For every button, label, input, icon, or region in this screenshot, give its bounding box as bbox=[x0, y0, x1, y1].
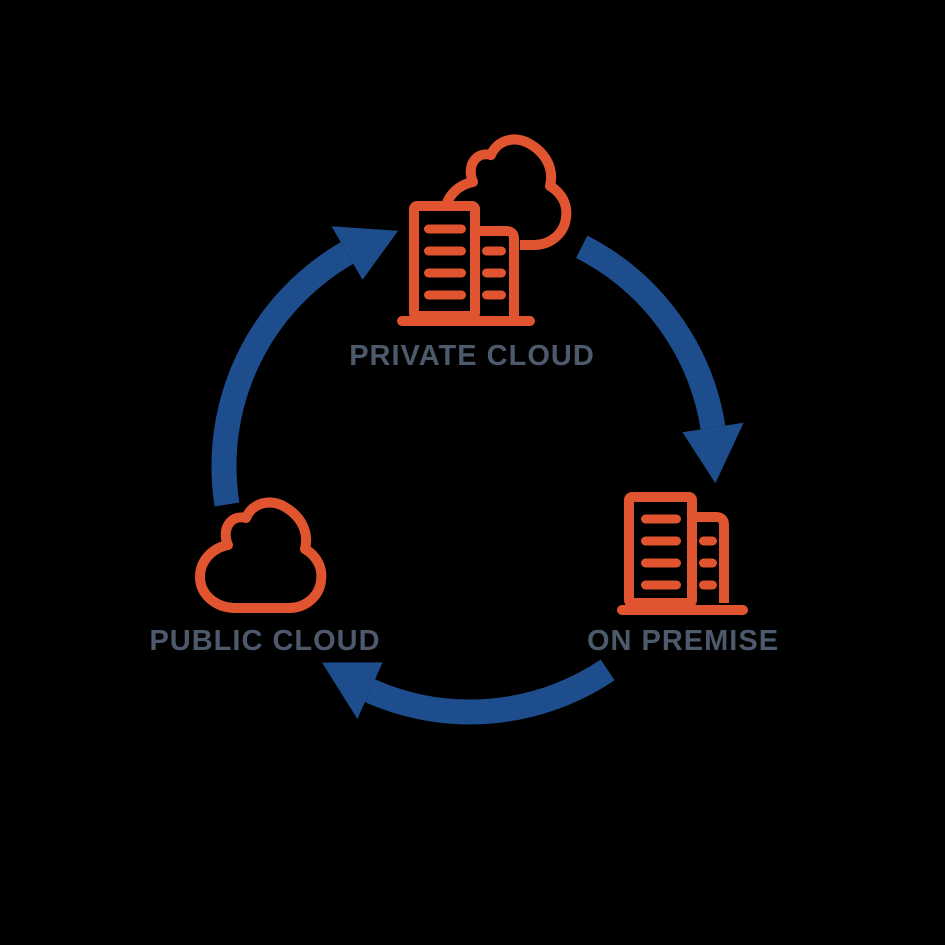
public-cloud-label: PUBLIC CLOUD bbox=[149, 625, 381, 657]
arrow-private-to-onpremise bbox=[575, 235, 744, 484]
building-icon bbox=[617, 492, 748, 615]
arrow-public-to-private bbox=[211, 226, 399, 507]
private-cloud-label: PRIVATE CLOUD bbox=[349, 340, 595, 372]
cloud-icon bbox=[195, 497, 327, 613]
on-premise-label: ON PREMISE bbox=[586, 625, 780, 657]
building-with-cloud-icon bbox=[397, 134, 572, 326]
arrow-onpremise-to-public bbox=[322, 659, 615, 725]
